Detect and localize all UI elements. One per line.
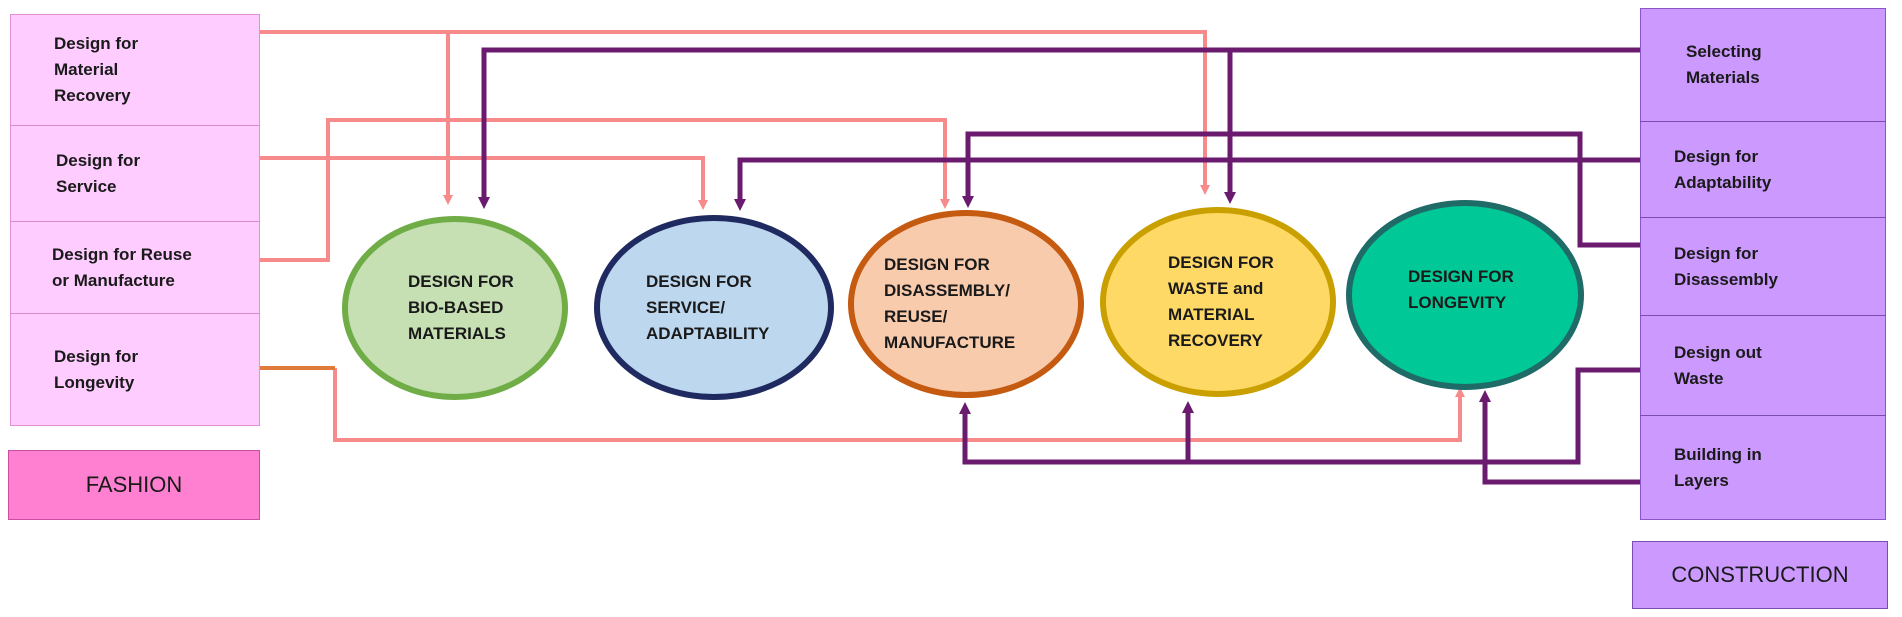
- connector-longevity-to-longevity: [333, 368, 1465, 442]
- construction-section-label: CONSTRUCTION: [1632, 541, 1888, 609]
- construction-item-label: Design for Adaptability: [1674, 146, 1772, 192]
- fashion-item-service: Design for Service: [10, 126, 260, 222]
- strategy-bio-based-materials: DESIGN FOR BIO-BASED MATERIALS: [342, 216, 568, 400]
- connector-adaptability-to-service: [734, 157, 1640, 211]
- fashion-item-label: Design for Service: [56, 150, 141, 196]
- fashion-item-label: Design for Longevity: [54, 347, 139, 392]
- fashion-section-label: FASHION: [8, 450, 260, 520]
- construction-item-design-out-waste: Design out Waste: [1640, 316, 1886, 416]
- construction-item-label: Building in Layers: [1674, 445, 1762, 490]
- strategy-label: DESIGN FOR WASTE and MATERIAL RECOVERY: [1168, 253, 1274, 350]
- construction-item-disassembly: Design for Disassembly: [1640, 218, 1886, 316]
- connector-layers-to-longevity: [1479, 390, 1640, 485]
- fashion-item-material-recovery: Design for Material Recovery: [10, 14, 260, 126]
- connector-disassembly-to-disassembly: [962, 131, 1640, 248]
- fashion-item-reuse-manufacture: Design for Reuse or Manufacture: [10, 222, 260, 314]
- fashion-item-label: Design for Material Recovery: [54, 33, 139, 105]
- construction-item-label: Design out Waste: [1674, 342, 1762, 388]
- connector-service-to-service: [260, 156, 708, 210]
- fashion-item-longevity: Design for Longevity: [10, 314, 260, 426]
- construction-item-label: Selecting Materials: [1686, 41, 1762, 87]
- construction-item-building-in-layers: Building in Layers: [1640, 416, 1886, 520]
- strategy-disassembly-reuse-manufacture: DESIGN FOR DISASSEMBLY/ REUSE/ MANUFACTU…: [848, 210, 1084, 398]
- fashion-column: [10, 14, 260, 426]
- connector-material-recovery-to-waste: [260, 30, 1210, 195]
- strategy-longevity: DESIGN FOR LONGEVITY: [1346, 200, 1584, 390]
- construction-column: [1640, 8, 1886, 520]
- strategy-label: DESIGN FOR LONGEVITY: [1408, 267, 1514, 312]
- fashion-item-label: Design for Reuse or Manufacture: [52, 244, 192, 290]
- strategy-label: DESIGN FOR SERVICE/ ADAPTABILITY: [646, 271, 770, 343]
- construction-item-selecting-materials: Selecting Materials: [1640, 8, 1886, 122]
- strategy-waste-material-recovery: DESIGN FOR WASTE and MATERIAL RECOVERY: [1100, 207, 1336, 397]
- connector-reuse-to-disassembly: [260, 118, 950, 262]
- construction-item-adaptability: Design for Adaptability: [1640, 122, 1886, 218]
- construction-item-label: Design for Disassembly: [1674, 243, 1778, 289]
- strategy-label: DESIGN FOR DISASSEMBLY/ REUSE/ MANUFACTU…: [884, 255, 1016, 352]
- strategy-service-adaptability: DESIGN FOR SERVICE/ ADAPTABILITY: [594, 215, 834, 400]
- connector-waste-to-disassembly: [959, 367, 1640, 465]
- connector-selecting-materials-to-bio: [478, 47, 1640, 209]
- strategy-label: DESIGN FOR BIO-BASED MATERIALS: [408, 272, 514, 343]
